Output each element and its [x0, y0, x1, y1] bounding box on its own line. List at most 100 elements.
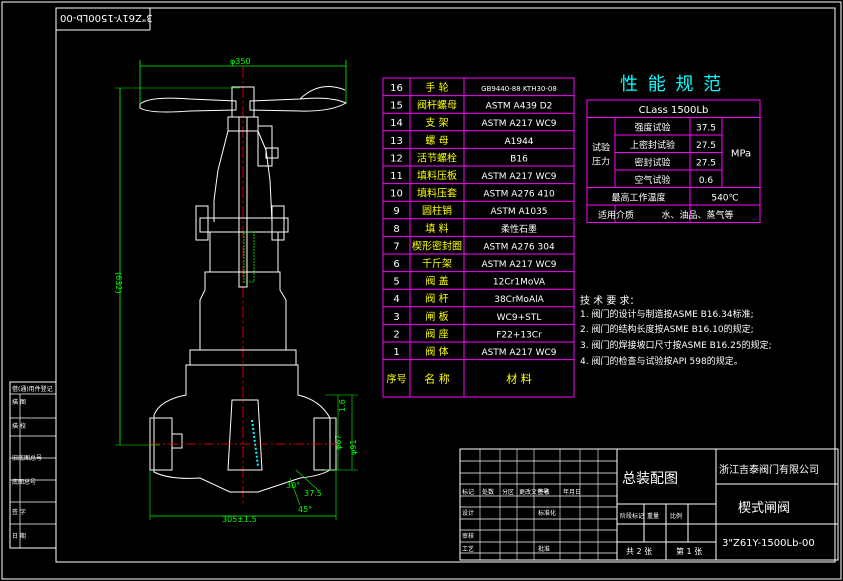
- dim-height: (632): [114, 272, 123, 294]
- bom-name: 螺 母: [425, 135, 448, 147]
- strip-label: 描 校: [12, 422, 26, 430]
- bom-name: 楔形密封圈: [412, 239, 462, 252]
- bom-name: 活节螺栓: [417, 151, 457, 164]
- tech-req-title: 技 术 要 求：: [580, 296, 640, 307]
- strip-label: 签 字: [12, 508, 26, 516]
- handle: [299, 86, 346, 100]
- perf-class: CLass 1500Lb: [639, 105, 709, 116]
- bom-material: ASTM A217 WC9: [481, 119, 556, 129]
- bom-material: 柔性石墨: [501, 223, 537, 235]
- bom-name: 阀杆螺母: [417, 99, 457, 112]
- bom-header-no: 序号: [387, 372, 407, 385]
- company-name: 浙江吉泰阀门有限公司: [719, 465, 819, 476]
- bom-no: 8: [393, 224, 399, 235]
- bom-no: 10: [390, 189, 403, 200]
- tb-row-label: 处数: [482, 488, 494, 496]
- title-block: 标记处数分区更改文件号签名年月日设计标准化审核工艺批准阶段标记重量比例: [459, 448, 839, 561]
- tb-row-label: 更改文件号: [519, 488, 549, 496]
- drawing-code: 3"Z61Y-1500Lb-00: [722, 538, 815, 549]
- valve-body: [153, 364, 331, 493]
- gate-wedge: [227, 399, 263, 471]
- bom-material: WC9+STL: [497, 313, 542, 323]
- perf-medium-value: 水、油品、蒸气等: [661, 209, 733, 221]
- dim-port-lower: φ91: [349, 440, 358, 455]
- tb-stage-label: 重量: [647, 512, 659, 520]
- tech-req-item-3: 3. 阀门的焊接坡口尺寸按ASME B16.25的规定;: [580, 341, 772, 351]
- bom-no: 9: [393, 206, 399, 217]
- bom-material: F22+13Cr: [496, 330, 542, 340]
- perf-row-value: 27.5: [696, 141, 716, 151]
- bom-material: ASTM A217 WC9: [481, 260, 556, 270]
- strip-border: [9, 381, 57, 549]
- gland-flange: [199, 217, 289, 233]
- perf-border: [586, 99, 761, 223]
- dim-angle-lines: [289, 469, 319, 506]
- performance-title: 性 能 规 范: [620, 74, 724, 95]
- bom-no: 5: [393, 277, 399, 288]
- tb-row-label: 签名: [538, 488, 550, 496]
- tb-row-label: 分区: [502, 488, 514, 496]
- nut-13: [265, 147, 279, 159]
- dim-angle-30: 30°: [286, 481, 300, 490]
- bom-name: 圆柱销: [422, 204, 452, 217]
- stem-nut-right: [257, 125, 273, 167]
- bom-material: B16: [510, 154, 528, 164]
- bom-material: GB9440-88 KTH30-08: [481, 85, 557, 93]
- dim-bottom-width: 305±1.5: [222, 515, 257, 524]
- yoke-nut: [227, 116, 259, 132]
- dim-edge: 1.6: [338, 399, 347, 412]
- perf-group-label: 试验压力: [592, 142, 610, 168]
- bom-no: 3: [393, 312, 399, 323]
- bom-material: ASTM A439 D2: [486, 102, 553, 112]
- perf-row-label: 密封试验: [634, 157, 670, 169]
- bom-no: 6: [393, 259, 399, 270]
- tb-review: 审核: [462, 532, 474, 540]
- tb-row-label: 年月日: [563, 488, 581, 496]
- bom-material: A1944: [504, 137, 533, 147]
- tb-stage-label: 比例: [670, 512, 682, 520]
- valve-assembly: [139, 66, 348, 505]
- dim-angle-45: 45°: [298, 505, 312, 514]
- bom-name: 填料压套: [417, 187, 457, 200]
- yoke-left: [213, 130, 229, 222]
- tech-req-item-1: 1. 阀门的设计与制造按ASME B16.34标准;: [580, 310, 754, 320]
- bom-name: 千斤架: [422, 258, 452, 270]
- tb-approve: 批准: [538, 545, 550, 553]
- bolt-left: [195, 205, 209, 241]
- bom-header-material: 材 料: [506, 371, 532, 385]
- perf-row-value: 37.5: [696, 124, 716, 134]
- bom-name: 填 料: [425, 222, 448, 235]
- strip-label: 日 期: [12, 532, 26, 540]
- bom-material: ASTM A217 WC9: [481, 348, 556, 358]
- bom-name: 阀 盖: [425, 275, 448, 288]
- tb-process: 工艺: [462, 545, 474, 553]
- bom-name: 阀 杆: [425, 292, 448, 305]
- perf-unit: MPa: [731, 149, 751, 160]
- tb-border: [459, 448, 839, 561]
- strip-label: 描 图: [12, 398, 26, 406]
- bom-name: 闸 板: [425, 310, 448, 323]
- label-plate: [171, 433, 183, 449]
- yoke-right: [257, 130, 273, 223]
- hand-wheel-right: [249, 97, 348, 112]
- sheet-number: 第 1 张: [676, 547, 703, 556]
- bom-name: 支 架: [425, 117, 448, 129]
- product-name: 楔式闸阀: [738, 501, 791, 516]
- bom-name: 手 轮: [425, 81, 448, 94]
- drawing-name: 总装配图: [622, 471, 678, 487]
- strip-label: 底图总号: [12, 478, 36, 486]
- tech-req-item-2: 2. 阀门的结构长度按ASME B16.10的规定;: [580, 325, 754, 335]
- hand-wheel: [139, 97, 237, 113]
- tb-row-label: 标记: [462, 488, 474, 496]
- perf-row-label: 上密封试验: [630, 139, 675, 151]
- perf-row-label: 强度试验: [634, 122, 670, 134]
- dimensions: [115, 60, 358, 520]
- bom-material: ASTM A1035: [490, 207, 547, 217]
- strip-label: 旧底图总号: [12, 454, 42, 462]
- bom-no: 7: [393, 241, 399, 252]
